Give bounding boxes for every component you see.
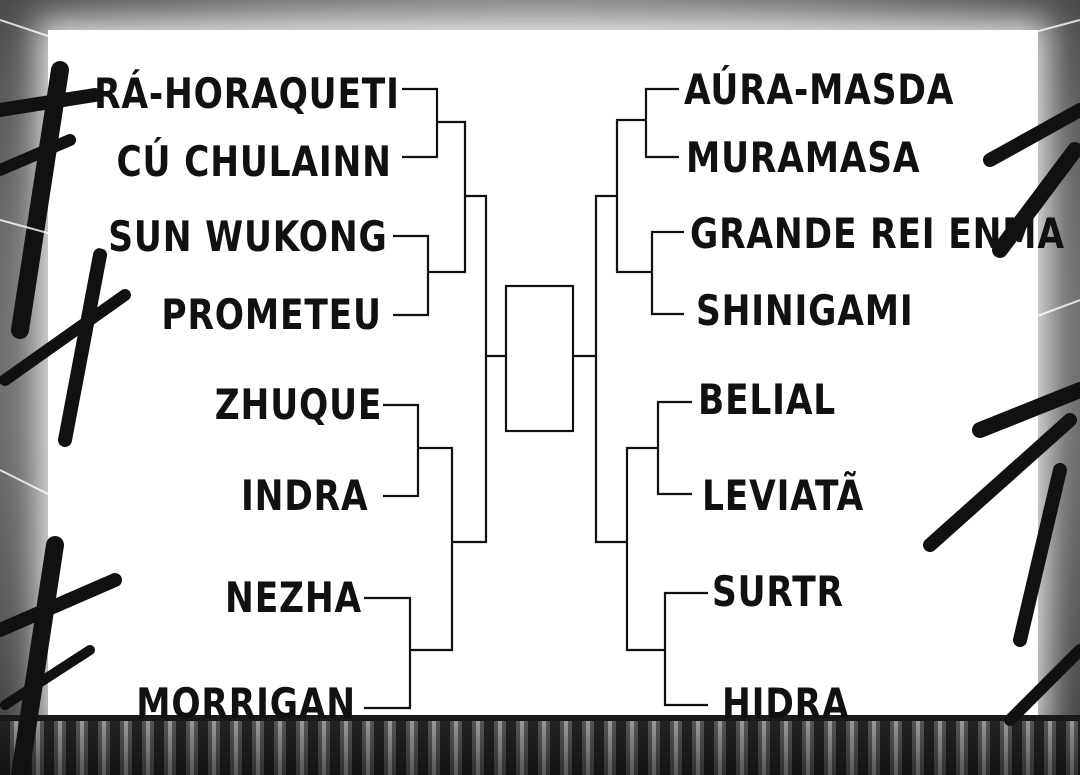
fighter-name-left-5: ZHUQUE xyxy=(214,380,382,429)
fighter-name-left-4: PROMETEU xyxy=(161,290,382,339)
final-box xyxy=(504,284,575,433)
speed-line xyxy=(0,469,61,501)
bracket-connector xyxy=(650,230,684,316)
brush-stroke xyxy=(11,536,64,775)
fighter-name-left-1: RÁ-HORAQUETI xyxy=(94,69,400,118)
fighter-name-right-2: MURAMASA xyxy=(686,133,921,182)
speed-line xyxy=(929,19,1080,61)
fighter-name-right-3: GRANDE REI ENMA xyxy=(690,209,1065,258)
fighter-name-left-7: NEZHA xyxy=(225,573,362,622)
bracket-connector xyxy=(625,446,665,652)
bracket-connector xyxy=(402,87,439,159)
bracket-connector xyxy=(410,446,454,652)
brush-stroke xyxy=(1004,644,1080,726)
speed-line xyxy=(0,19,121,61)
brush-stroke xyxy=(11,61,69,339)
bracket-connector xyxy=(383,403,420,498)
brush-stroke xyxy=(0,88,102,117)
bracket-board xyxy=(48,30,1038,730)
fighter-name-right-6: LEVIATÃ xyxy=(702,471,865,520)
bracket-connector xyxy=(428,120,467,274)
brush-stroke xyxy=(58,248,107,447)
fighter-name-right-5: BELIAL xyxy=(698,375,837,424)
bracket-connector xyxy=(594,194,627,544)
brush-stroke xyxy=(0,573,122,637)
speed-line xyxy=(0,219,111,251)
fighter-name-left-6: INDRA xyxy=(240,471,368,520)
brush-stroke xyxy=(0,645,95,710)
fighter-name-right-8: HIDRA xyxy=(722,679,850,728)
brush-stroke xyxy=(923,413,1077,552)
bracket-connector xyxy=(452,194,488,544)
arena-stands-shade xyxy=(0,715,1080,775)
bracket-connector xyxy=(393,234,430,317)
brush-stroke xyxy=(0,289,131,386)
brush-stroke xyxy=(972,382,1080,438)
speed-line xyxy=(999,299,1080,331)
fighter-name-right-7: SURTR xyxy=(712,567,844,616)
bracket-connector xyxy=(364,596,412,710)
brush-stroke xyxy=(0,134,76,176)
brush-stroke xyxy=(983,103,1080,167)
bracket-connector xyxy=(663,591,708,707)
bracket-connector xyxy=(644,87,679,159)
fighter-name-right-1: AÚRA-MASDA xyxy=(684,65,955,114)
brush-stroke xyxy=(992,142,1080,258)
fighter-name-left-2: CÚ CHULAINN xyxy=(116,137,392,186)
fighter-name-right-4: SHINIGAMI xyxy=(696,286,914,335)
fighter-name-left-3: SUN WUKONG xyxy=(108,212,388,261)
bracket-connector xyxy=(656,400,692,496)
brush-stroke xyxy=(1013,463,1067,647)
fighter-name-left-8: MORRIGAN xyxy=(136,679,356,728)
